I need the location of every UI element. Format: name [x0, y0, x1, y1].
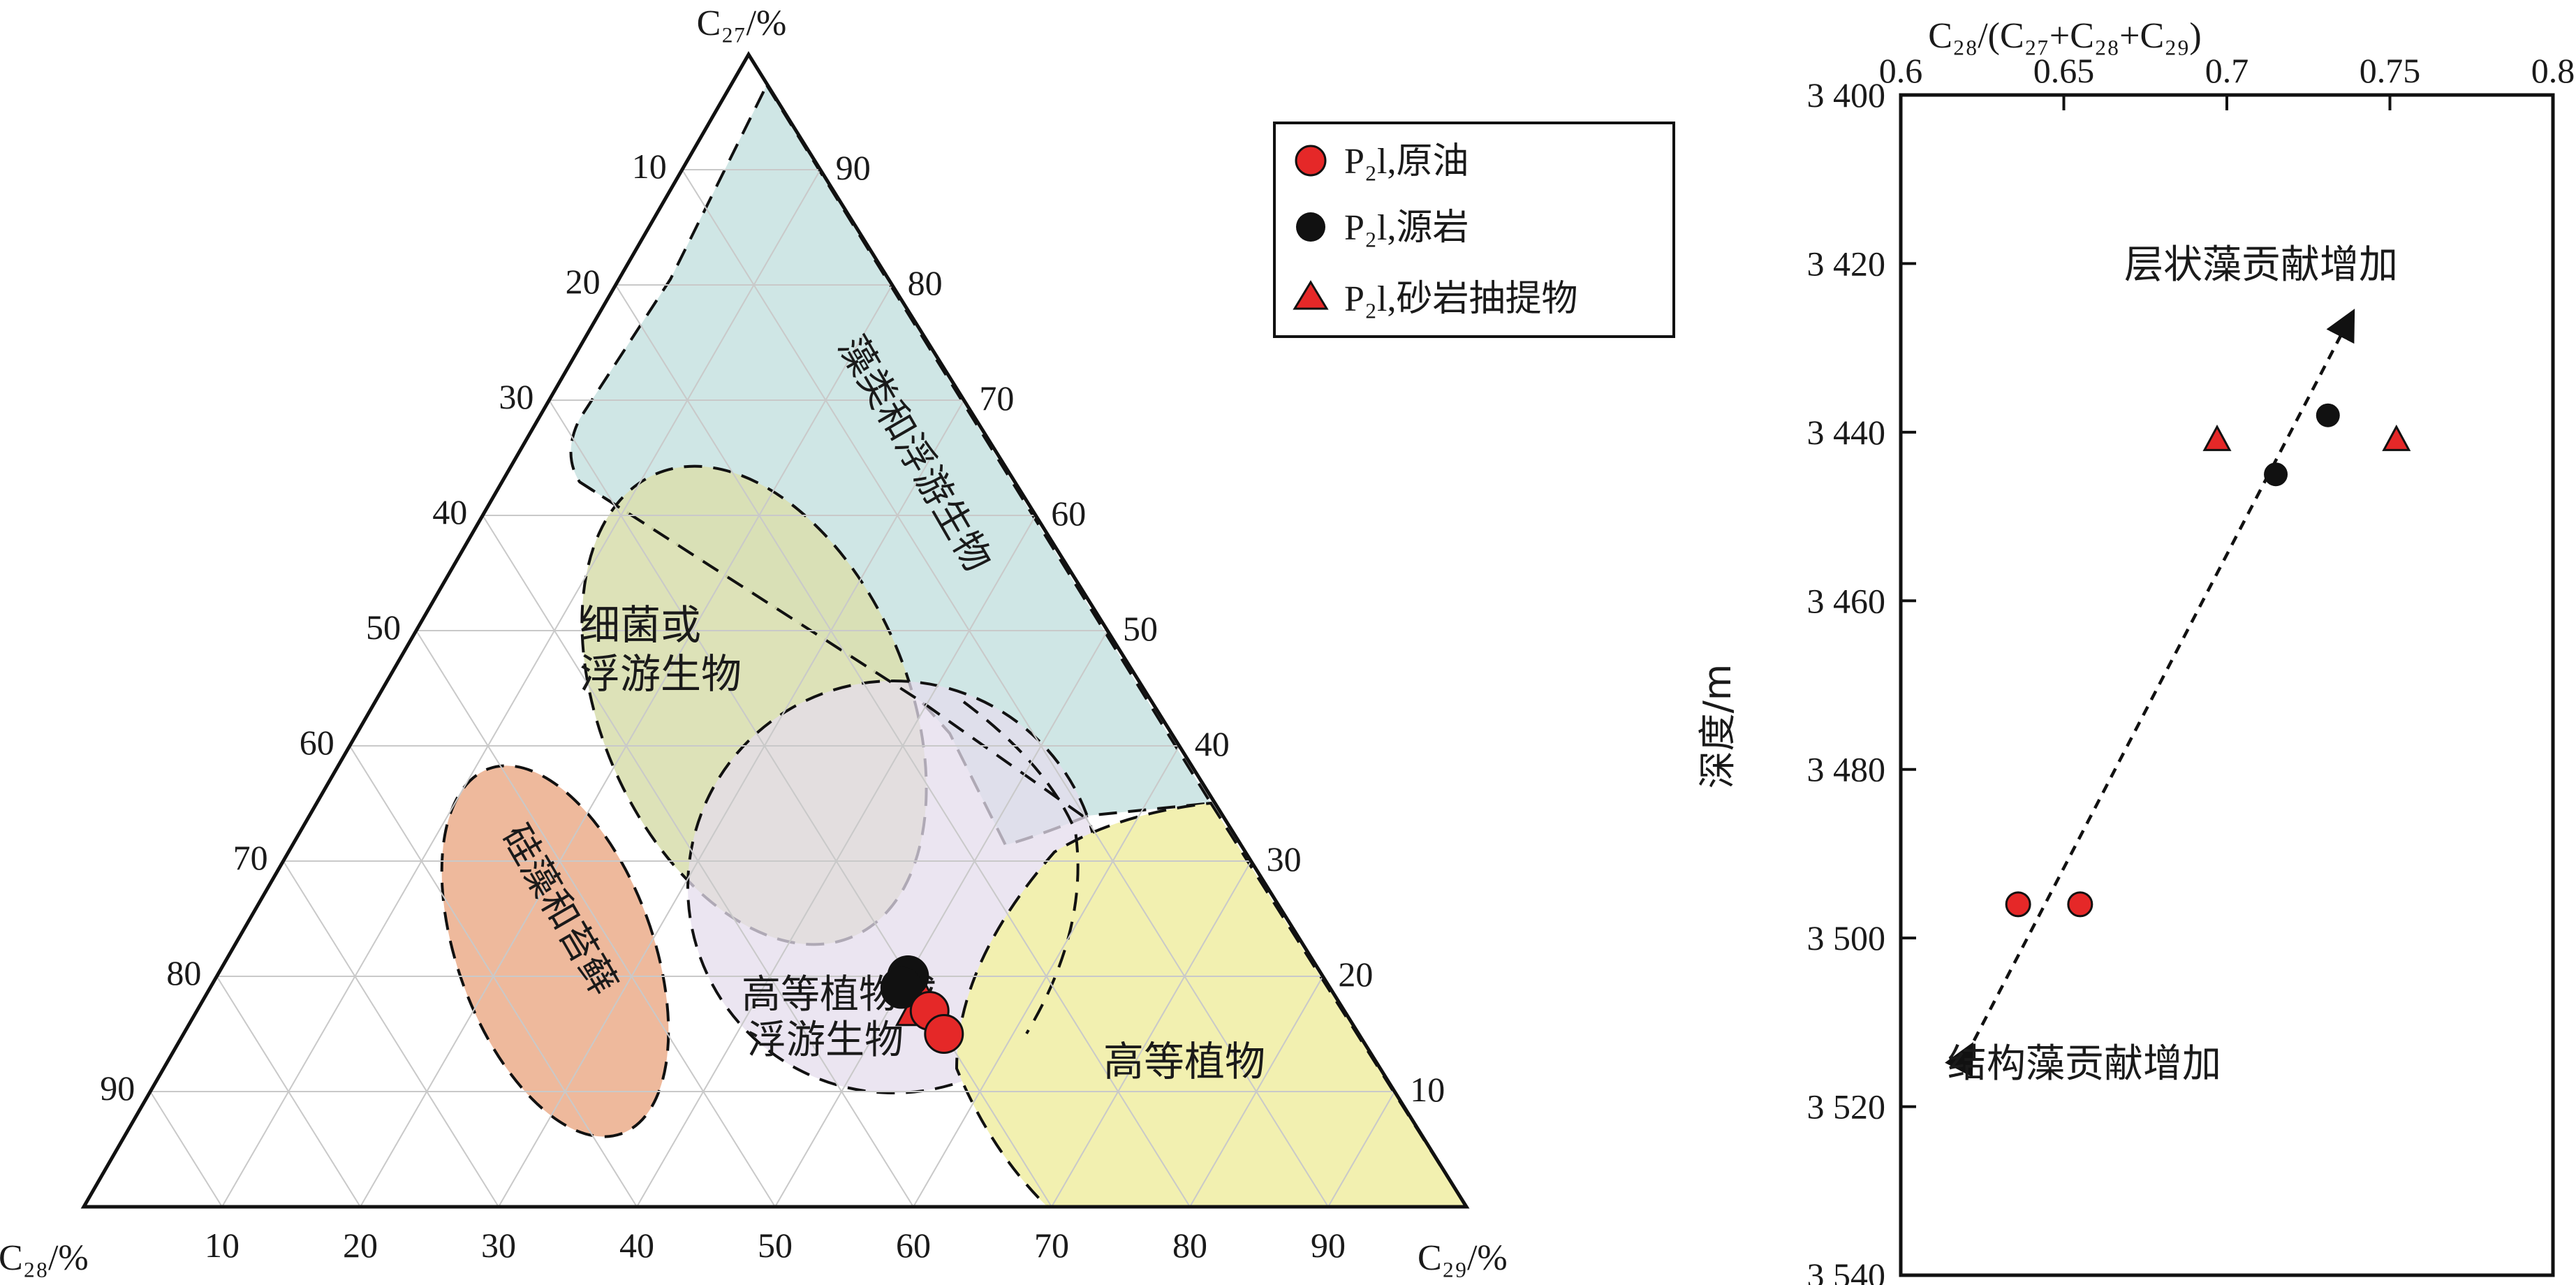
trend-label-top: 层状藻贡献增加: [2124, 242, 2398, 288]
ternary-grid-line: [348, 745, 638, 1207]
ternary-grid-line: [221, 169, 821, 1207]
depth-point-triangle-red: [2202, 424, 2232, 451]
ternary-grid-line: [913, 745, 1180, 1207]
depth-plot-title: C₂₈/(C₂₇+C₂₈+C₂₉): [1928, 16, 2202, 56]
depth-plot-x-ticks: 0.6 0.65 0.7 0.75 0.8: [1879, 51, 2575, 110]
ternary-tick-c29: 10: [1410, 1070, 1445, 1109]
ternary-grid-line: [149, 1091, 223, 1207]
trend-label-bottom: 结构藻贡献增加: [1948, 1041, 2221, 1087]
region-higher-plants: [955, 801, 1469, 1208]
depth-point-circle-red: [2005, 891, 2031, 918]
ternary-grid-line: [498, 399, 965, 1207]
y-tick-label: 3 420: [1807, 244, 1886, 283]
ternary-tick-c29: 50: [1123, 609, 1158, 648]
ternary-tick-c28: 60: [896, 1226, 931, 1265]
ternary-grid-line: [282, 860, 499, 1207]
ternary-tick-c27: 60: [300, 723, 334, 762]
y-tick-label: 3 460: [1807, 581, 1886, 620]
ternary-point-circle-red: [924, 1014, 964, 1054]
region-boundary-mixed: [962, 700, 1080, 1035]
y-tick-label: 3 520: [1807, 1087, 1886, 1126]
ternary-diagram: 90 10 10 80 20 20 70 30 30 60 40 40 50 50 50 40 60 60 30 70…: [0, 3, 1508, 1278]
region-label-mixed-line2: 浮游生物: [747, 1018, 904, 1063]
region-label-higher-plants: 高等植物: [1103, 1038, 1265, 1085]
region-boundary-upper: [578, 480, 1091, 822]
depth-plot: C₂₈/(C₂₇+C₂₈+C₂₉) 0.6 0.65 0.7 0.75 0.8 3 40…: [1695, 16, 2575, 1285]
legend-marker-rock: [1296, 212, 1325, 242]
x-tick-label: 0.65: [2033, 51, 2095, 90]
ternary-tick-labels: 90 10 10 80 20 20 70 30 30 60 40 40 50 50 50 40 60 60 30 70…: [100, 147, 1445, 1265]
y-tick-label: 3 400: [1807, 75, 1886, 115]
depth-point-circle-black: [2316, 403, 2340, 427]
ternary-tick-c28: 30: [481, 1226, 516, 1265]
depth-plot-y-ticks: 3 400 3 420 3 440 3 460 3 480 3 500 3 520 3 540: [1807, 75, 1916, 1285]
x-tick-label: 0.8: [2531, 51, 2575, 90]
trend-arrow: [1945, 308, 2355, 1078]
ternary-grid-line: [1189, 976, 1324, 1207]
ternary-tick-c29: 90: [836, 148, 871, 187]
ternary-tick-c29: 30: [1267, 839, 1302, 879]
ternary-grid-line: [415, 630, 776, 1207]
depth-point-circle-red: [2067, 891, 2093, 918]
legend-box: [1273, 122, 1675, 338]
y-tick-label: 3 480: [1807, 750, 1886, 789]
region-label-bacteria-line1: 细菌或: [580, 601, 701, 649]
legend-label-rock: P₂l,源岩: [1344, 208, 1469, 248]
ternary-tick-c28: 80: [1172, 1226, 1207, 1265]
ternary-tick-c27: 30: [499, 377, 533, 416]
region-label-bacteria-line2: 浮游生物: [580, 650, 742, 698]
ternary-tick-c28: 70: [1034, 1226, 1069, 1265]
ternary-tick-c27: 50: [366, 608, 401, 647]
ternary-tick-c28: 40: [619, 1226, 654, 1265]
ternary-left-axis-label: C₂₈/%: [0, 1238, 89, 1278]
ternary-grid-line: [681, 169, 1329, 1207]
depth-plot-y-axis-label: 深度/m: [1695, 664, 1739, 789]
ternary-grid-line: [216, 976, 361, 1207]
ternary-tick-c28: 90: [1311, 1226, 1346, 1265]
ternary-tick-c28: 50: [758, 1226, 793, 1265]
ternary-grid-line: [1051, 860, 1252, 1207]
ternary-top-axis-label: C₂₇/%: [697, 3, 787, 43]
depth-point-triangle-red: [2382, 424, 2411, 451]
ternary-tick-c27: 80: [166, 953, 201, 992]
ternary-grid-line: [548, 399, 1052, 1207]
legend-marker-sand: [1293, 280, 1329, 310]
ternary-tick-c29: 40: [1195, 724, 1230, 763]
ternary-tick-c27: 20: [566, 262, 601, 301]
ternary-grid: [149, 169, 1396, 1207]
ternary-right-axis-label: C₂₉/%: [1418, 1238, 1508, 1278]
ternary-regions: [440, 82, 1469, 1208]
depth-point-circle-black: [2264, 462, 2288, 487]
ternary-tick-c28: 10: [205, 1226, 240, 1265]
legend: P₂l,原油 P₂l,源岩 P₂l,砂岩抽提物: [1273, 122, 1675, 338]
x-tick-label: 0.6: [1879, 51, 1923, 90]
ternary-tick-c27: 90: [100, 1069, 135, 1108]
ternary-tick-c29: 80: [908, 263, 943, 302]
depth-plot-data-points: [2005, 403, 2411, 918]
y-tick-label: 3 540: [1807, 1256, 1886, 1285]
x-tick-label: 0.7: [2205, 51, 2249, 90]
ternary-tick-c29: 70: [979, 379, 1014, 418]
ternary-frame: [80, 51, 1470, 1209]
legend-label-sand: P₂l,砂岩抽提物: [1344, 279, 1578, 319]
ternary-tick-c29: 60: [1051, 494, 1086, 533]
legend-label-oil: P₂l,原油: [1344, 142, 1469, 182]
ternary-tick-c28: 20: [343, 1226, 378, 1265]
legend-marker-oil: [1295, 145, 1327, 177]
ternary-point-circle-black: [880, 967, 922, 1009]
ternary-tick-c27: 40: [432, 492, 467, 531]
y-tick-label: 3 440: [1807, 413, 1886, 452]
ternary-tick-c27: 10: [632, 147, 667, 186]
y-tick-label: 3 500: [1807, 918, 1886, 957]
x-tick-label: 0.75: [2360, 51, 2421, 90]
ternary-data-points: [880, 955, 964, 1054]
ternary-tick-c27: 70: [233, 838, 268, 877]
ternary-grid-line: [774, 630, 1108, 1207]
region-diatom: [440, 764, 670, 1138]
ternary-grid-line: [1327, 1091, 1396, 1207]
ternary-tick-c29: 20: [1338, 955, 1373, 994]
